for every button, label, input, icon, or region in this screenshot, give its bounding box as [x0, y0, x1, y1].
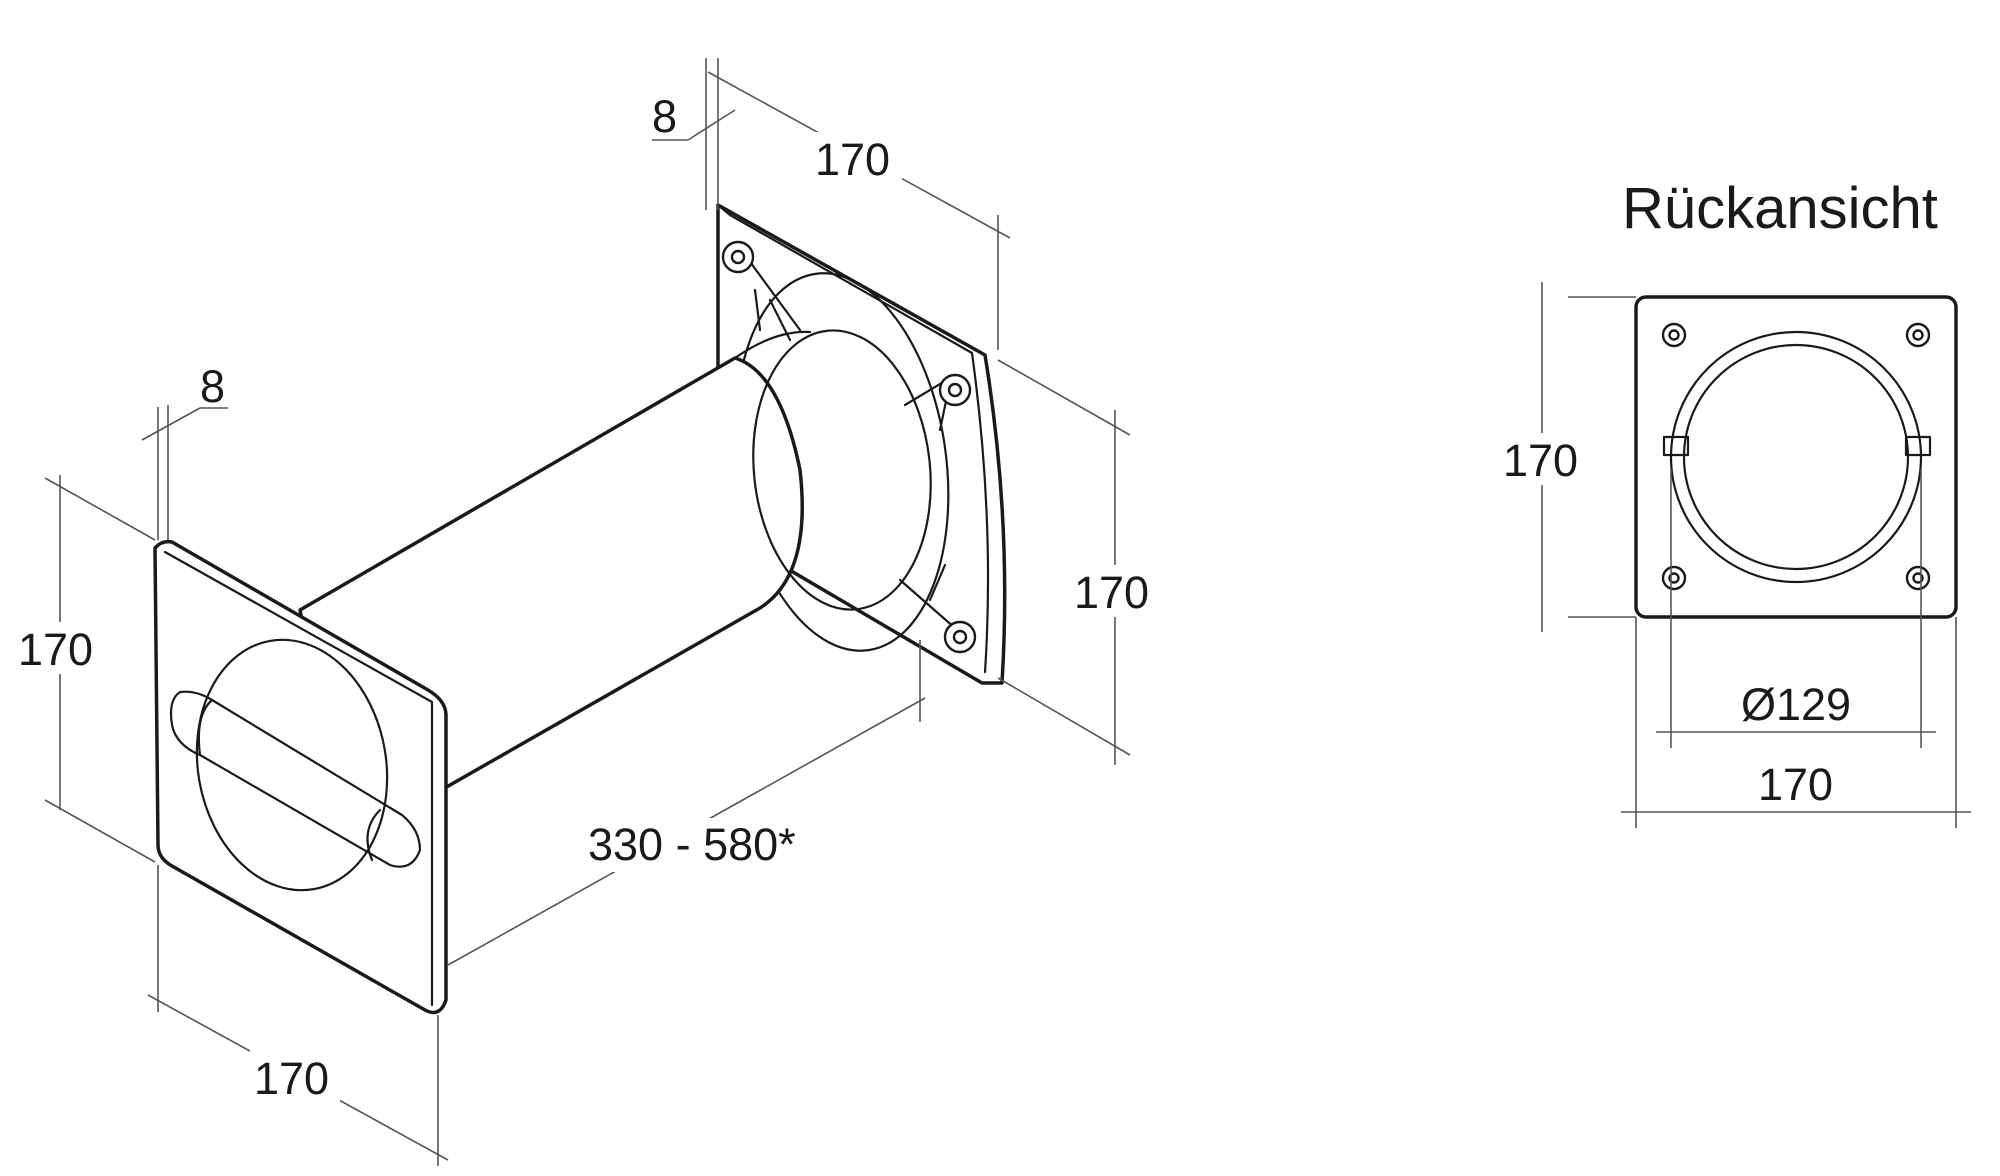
- dim-rear-width-label: 170: [815, 134, 890, 185]
- dim-back-width-label: 170: [1758, 759, 1833, 810]
- back-view: Rückansicht 170 Ø129: [1500, 176, 1971, 828]
- dim-back-height: 170: [1500, 282, 1636, 632]
- dim-pipe-length: 330 - 580*: [447, 640, 926, 966]
- back-plate: [1634, 295, 1958, 619]
- dim-back-width: 170: [1621, 617, 1971, 828]
- front-panel: [153, 539, 448, 1015]
- dim-front-width-label: 170: [254, 1053, 329, 1104]
- isometric-view: 8 170 170 330 - 580*: [14, 58, 1162, 1166]
- dim-rear-thickness: 8: [652, 58, 736, 210]
- dim-back-diameter-label: Ø129: [1741, 679, 1851, 730]
- dim-rear-width: 170: [707, 71, 1011, 350]
- back-view-title: Rückansicht: [1622, 176, 1938, 241]
- dim-rear-height-label: 170: [1074, 567, 1149, 618]
- dim-front-height-label: 170: [18, 624, 93, 675]
- front-handle: [169, 690, 422, 868]
- dim-front-thickness-label: 8: [200, 361, 225, 412]
- dim-front-height: 170: [14, 475, 156, 863]
- back-screw-holes: [1661, 322, 1931, 591]
- dim-back-height-label: 170: [1503, 435, 1578, 486]
- dim-rear-thickness-label: 8: [652, 91, 677, 142]
- dim-pipe-length-label: 330 - 580*: [588, 819, 796, 870]
- front-knob: [195, 638, 389, 892]
- dim-front-thickness: 8: [141, 361, 228, 540]
- dim-back-diameter: Ø129: [1656, 470, 1936, 748]
- back-inner-opening: [1682, 343, 1910, 571]
- dim-rear-height: 170: [997, 359, 1162, 765]
- dim-front-width: 170: [147, 865, 449, 1166]
- back-outer-ring: [1669, 330, 1923, 584]
